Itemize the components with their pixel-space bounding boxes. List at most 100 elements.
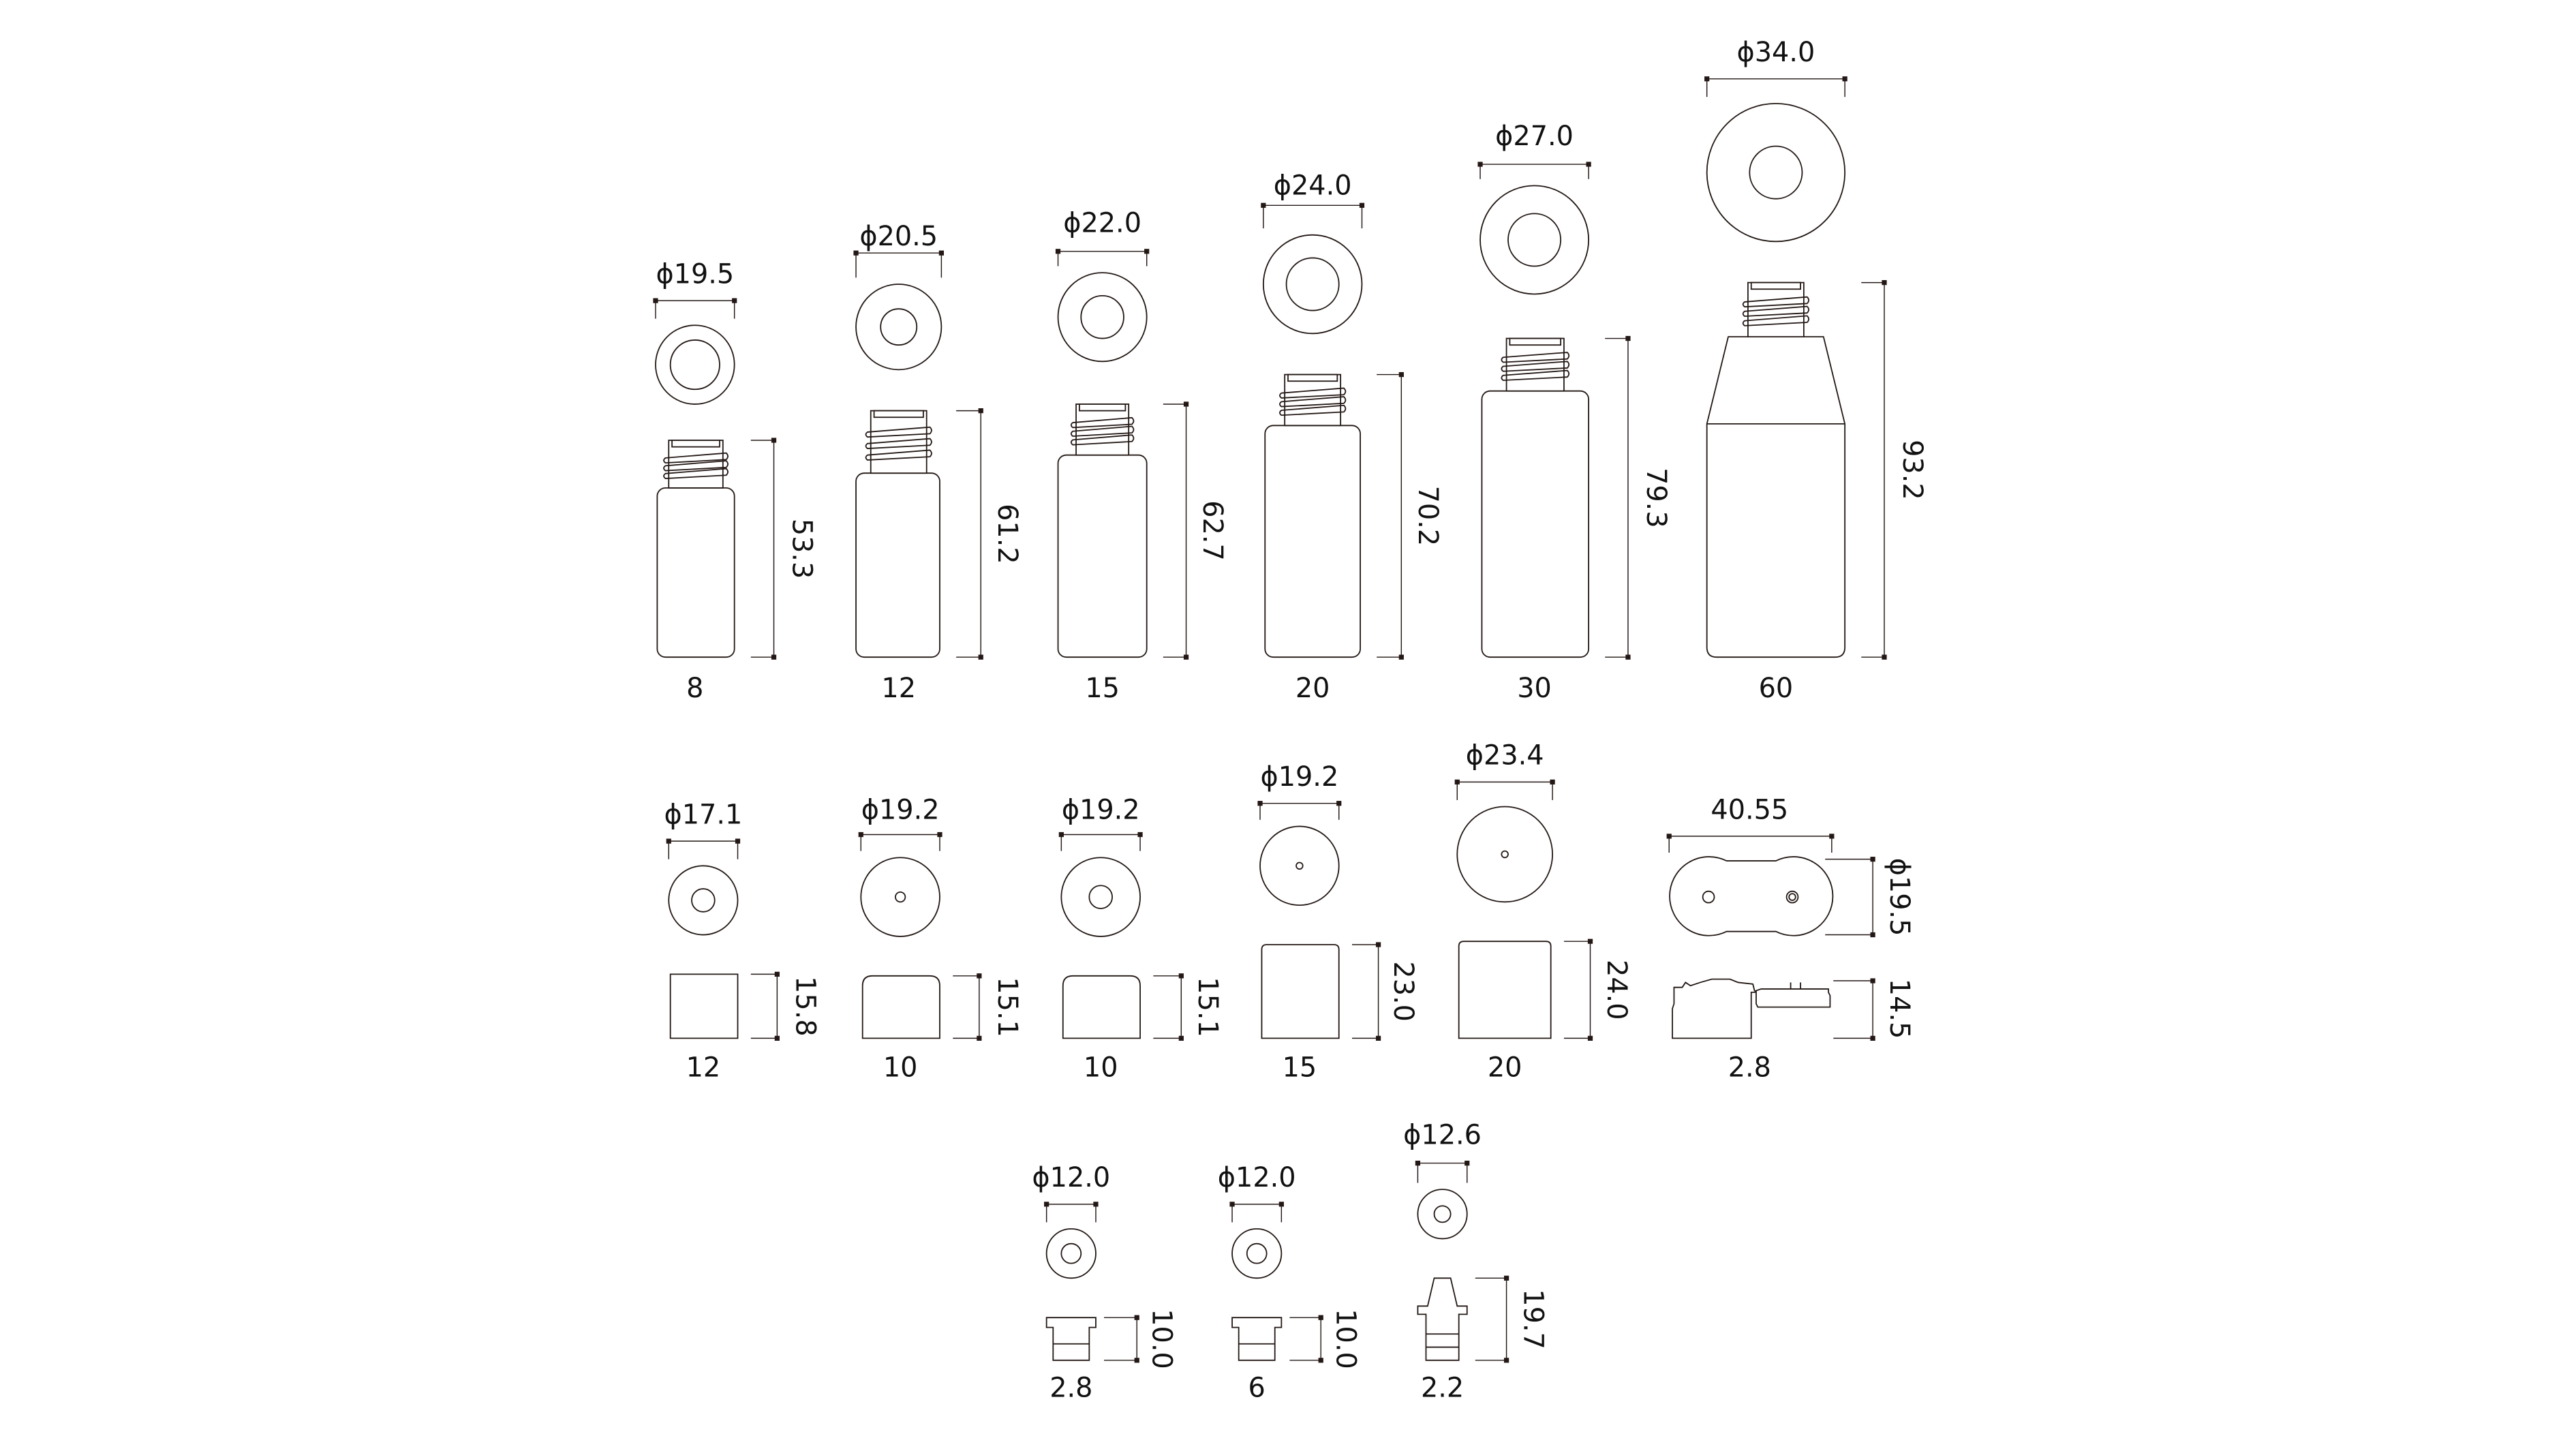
bottle-diameter-label: ϕ27.0 — [1495, 121, 1574, 152]
dimension-tick — [1704, 76, 1710, 82]
dimension-tick — [771, 438, 777, 443]
dimension-tick — [1183, 401, 1189, 407]
plug-diameter-label: ϕ12.0 — [1218, 1162, 1296, 1193]
bottle-height-label: 62.7 — [1197, 500, 1228, 561]
bottle-diameter-label: ϕ19.5 — [656, 258, 734, 290]
cap-size-label: 12 — [686, 1052, 721, 1084]
cap-side-view — [1062, 975, 1141, 1039]
bottle-body — [656, 487, 735, 658]
dimension-tick — [1398, 654, 1404, 660]
bottle-neck — [1505, 337, 1565, 392]
cap-side-view — [1458, 941, 1552, 1039]
bottle-0: ϕ19.553.38 — [653, 258, 818, 704]
dimension-tick — [1375, 1035, 1381, 1041]
bottle-lip — [1078, 403, 1126, 412]
dimension-tick — [1415, 1160, 1421, 1166]
bottle-capacity-label: 15 — [1085, 673, 1120, 704]
dimension-tick — [938, 250, 945, 256]
bottle-diameter-label: ϕ20.5 — [859, 221, 938, 252]
plug-opening — [1060, 1242, 1082, 1264]
plug-2: ϕ12.619.72.2 — [1403, 1120, 1548, 1404]
dimension-tick — [1178, 1035, 1184, 1041]
dimension-tick — [774, 971, 780, 977]
dimension-tick — [1183, 654, 1189, 660]
thread — [865, 449, 932, 461]
cap-2: ϕ19.2 15.1 10 — [1058, 794, 1223, 1084]
plug-1: ϕ12.010.06 — [1218, 1162, 1362, 1404]
double-cap-height-label: 14.5 — [1884, 979, 1915, 1039]
dimension-tick — [1870, 932, 1875, 938]
cap-orifice — [1501, 850, 1509, 859]
dimension-tick — [1842, 76, 1847, 82]
bottle-3: ϕ24.0 70.2 20 — [1261, 170, 1443, 704]
bottle-5: ϕ34.093.260 — [1704, 37, 1928, 704]
bottle-lip — [671, 440, 720, 448]
dimension-tick — [1550, 779, 1555, 784]
dimension-tick — [1587, 939, 1593, 944]
cap-0: ϕ17.115.812 — [664, 799, 821, 1083]
bottle-diameter-label: ϕ24.0 — [1274, 170, 1352, 201]
plug-height-label: 10.0 — [1330, 1309, 1361, 1369]
thread — [663, 460, 729, 472]
cap-diameter-label: ϕ19.2 — [1062, 794, 1140, 825]
double-cap-top-view — [1669, 856, 1834, 936]
double-cap-side-view — [1672, 978, 1758, 1039]
nozzle-side-view — [1417, 1277, 1468, 1361]
cap-side-view — [861, 975, 940, 1039]
dimension-tick — [1375, 942, 1381, 947]
bottle-top-view-opening — [1080, 294, 1124, 339]
bottle-body — [1706, 336, 1846, 658]
dimension-tick — [1398, 371, 1404, 378]
double-cap-size-label: 2.8 — [1728, 1052, 1771, 1084]
dimension-tick — [1134, 1315, 1139, 1320]
bottle-height-label: 70.2 — [1412, 486, 1443, 547]
dimension-tick — [853, 250, 859, 256]
dimension-tick — [1257, 801, 1263, 806]
cap-height-label: 24.0 — [1601, 960, 1632, 1020]
cap-size-label: 15 — [1283, 1052, 1317, 1084]
plug-side-view — [1231, 1317, 1283, 1361]
cap-diameter-label: ϕ19.2 — [1260, 761, 1338, 793]
bottle-body — [1481, 390, 1590, 658]
bottle-capacity-label: 20 — [1295, 673, 1330, 704]
cap-size-label: 10 — [1084, 1052, 1118, 1084]
dimension-tick — [1503, 1275, 1509, 1281]
cap-height-label: 15.1 — [1192, 977, 1223, 1037]
double-cap-width-label: 40.55 — [1711, 794, 1788, 825]
dimension-tick — [1666, 834, 1672, 839]
bottle-height-label: 61.2 — [992, 504, 1023, 564]
dimension-tick — [1229, 1202, 1235, 1207]
thread — [1279, 404, 1347, 416]
thread — [1070, 425, 1135, 437]
plug-height-label: 10.0 — [1146, 1309, 1177, 1369]
dimension-tick — [1134, 1358, 1139, 1363]
bottle-top-view-opening — [669, 339, 720, 391]
dimension-tick — [977, 973, 982, 979]
thread — [1279, 387, 1347, 399]
dimension-tick — [1454, 779, 1460, 784]
cap-1: ϕ19.215.110 — [858, 794, 1023, 1084]
dimension-tick — [978, 408, 983, 414]
cap-height-label: 15.1 — [992, 977, 1023, 1037]
thread — [1501, 352, 1570, 363]
cap-height-label: 23.0 — [1387, 961, 1419, 1022]
dimension-tick — [653, 298, 658, 303]
plug-size-label: 2.8 — [1049, 1373, 1092, 1404]
cap-diameter-label: ϕ19.2 — [861, 794, 940, 825]
thread — [865, 438, 932, 449]
dimension-tick — [858, 832, 863, 838]
dimension-tick — [1587, 1035, 1593, 1041]
plug-height-label: 19.7 — [1517, 1289, 1548, 1349]
bottle-capacity-label: 12 — [881, 673, 916, 704]
cap-3: ϕ19.2 23.0 15 — [1257, 761, 1419, 1084]
dimension-tick — [1278, 1202, 1284, 1207]
dimension-tick — [1137, 832, 1143, 838]
dimension-tick — [1058, 832, 1064, 838]
dimension-tick — [774, 1035, 780, 1041]
dimension-tick — [1178, 973, 1184, 979]
dimension-tick — [1144, 249, 1150, 254]
bottle-capacity-label: 30 — [1517, 673, 1552, 704]
thread — [1742, 315, 1810, 326]
bottle-body — [1264, 425, 1361, 658]
